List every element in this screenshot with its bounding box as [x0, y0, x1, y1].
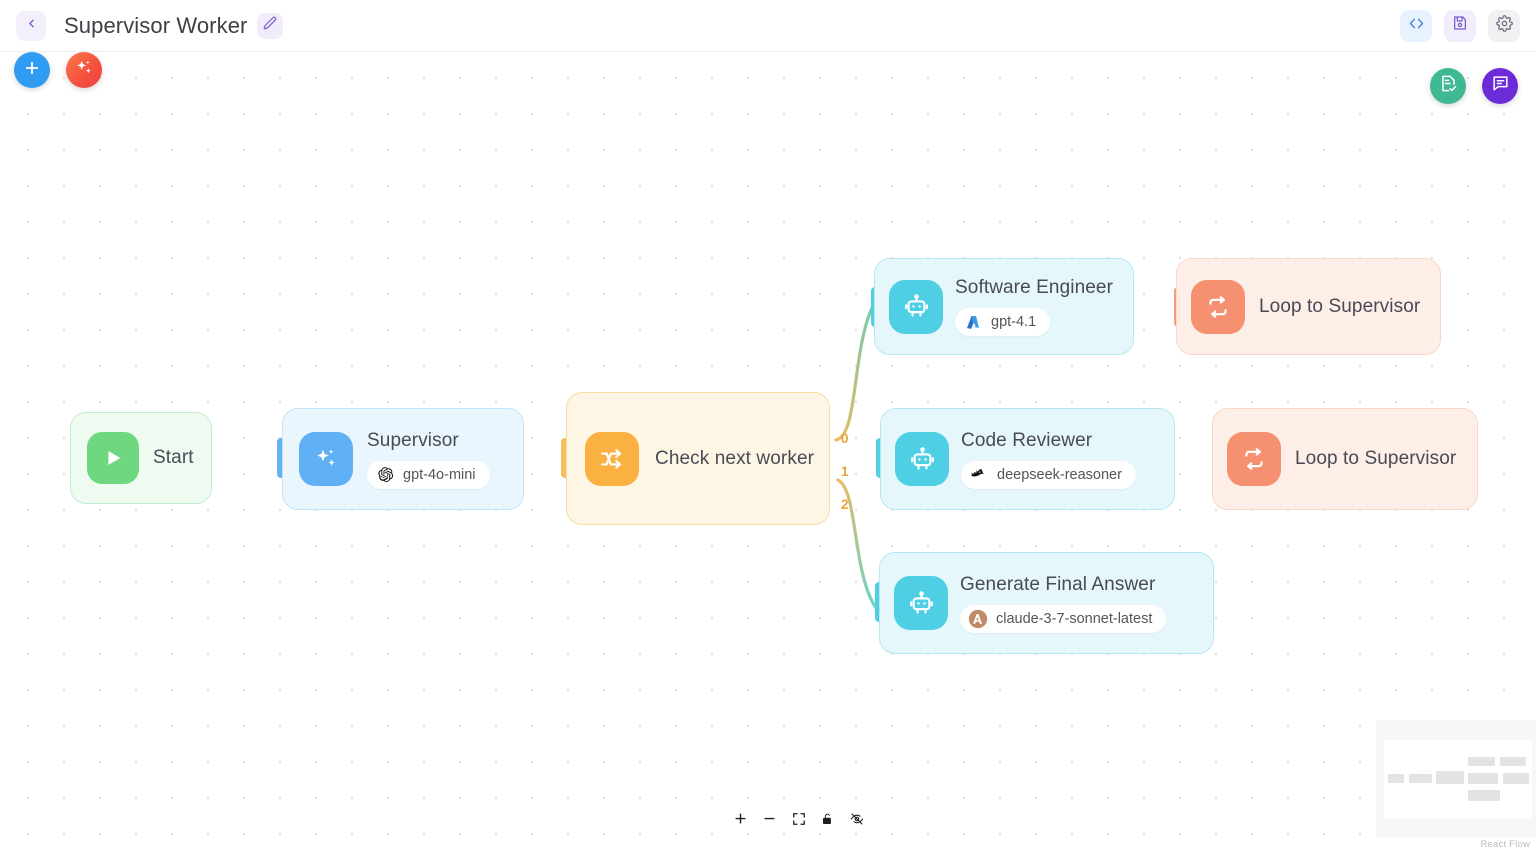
branch-output-label-2: 2 — [841, 497, 849, 512]
edge-branch0-engineer — [834, 306, 874, 442]
canvas-toolbar-right — [1430, 68, 1518, 104]
settings-button[interactable] — [1488, 9, 1520, 42]
ai-generate-button[interactable] — [66, 52, 102, 88]
chat-bubble-icon — [1491, 74, 1510, 98]
node-generate-final-answer[interactable]: Generate Final Answer claude-3-7-sonnet-… — [879, 552, 1214, 654]
loop-repeat-icon — [1191, 279, 1245, 334]
save-button[interactable] — [1444, 9, 1476, 42]
node-title: Generate Final Answer — [960, 573, 1156, 595]
checklist-button[interactable] — [1430, 68, 1466, 104]
minimap-node — [1468, 773, 1498, 784]
model-chip[interactable]: deepseek-reasoner — [961, 460, 1136, 489]
node-title: Loop to Supervisor — [1259, 295, 1421, 317]
edit-title-button[interactable] — [257, 12, 284, 39]
robot-icon — [889, 279, 943, 334]
canvas-toolbar-left — [14, 52, 102, 88]
minimap-toggle-button[interactable] — [848, 810, 865, 827]
minimap-node — [1468, 757, 1495, 766]
node-title: Software Engineer — [955, 277, 1114, 298]
minimap-node — [1503, 773, 1529, 784]
page-title: Supervisor Worker — [64, 12, 248, 38]
node-title: Loop to Supervisor — [1295, 448, 1457, 469]
node-start[interactable]: Start — [70, 412, 212, 504]
node-title: Supervisor — [367, 429, 459, 451]
flow-canvas[interactable]: Start Supervisor gpt-4o-mini — [0, 52, 1536, 852]
plus-icon — [23, 59, 41, 82]
node-software-engineer[interactable]: Software Engineer gpt-4.1 — [874, 258, 1134, 355]
node-loop-to-supervisor-top[interactable]: Loop to Supervisor — [1176, 258, 1441, 355]
canvas-controls — [726, 807, 871, 830]
model-chip[interactable]: gpt-4.1 — [955, 308, 1051, 336]
minimap[interactable] — [1376, 720, 1536, 838]
floppy-disk-icon — [1452, 15, 1468, 36]
sparkles-icon — [299, 432, 353, 486]
loop-repeat-icon — [1227, 432, 1281, 486]
node-title: Start — [153, 447, 194, 468]
robot-icon — [894, 576, 948, 630]
azure-logo — [963, 312, 983, 332]
node-code-reviewer[interactable]: Code Reviewer deepseek-reasoner — [880, 408, 1175, 510]
node-title: Code Reviewer — [961, 429, 1093, 451]
model-name: deepseek-reasoner — [997, 466, 1122, 483]
react-flow-attribution: React Flow — [1480, 839, 1530, 850]
pencil-icon — [263, 16, 277, 35]
robot-icon — [895, 432, 949, 486]
gear-icon — [1495, 14, 1513, 37]
node-loop-to-supervisor-mid[interactable]: Loop to Supervisor — [1212, 408, 1478, 510]
model-name: claude-3-7-sonnet-latest — [996, 610, 1153, 627]
handle-supervisor-target[interactable] — [277, 438, 286, 478]
sparkles-icon — [74, 58, 94, 83]
add-node-button[interactable] — [14, 52, 50, 88]
zoom-out-button[interactable] — [761, 810, 778, 827]
app-header: Supervisor Worker — [0, 0, 1536, 52]
node-supervisor[interactable]: Supervisor gpt-4o-mini — [282, 408, 524, 510]
model-name: gpt-4.1 — [991, 314, 1037, 330]
zoom-in-button[interactable] — [732, 810, 749, 827]
handle-branch-target[interactable] — [561, 438, 570, 478]
back-button[interactable] — [16, 10, 46, 41]
minimap-viewport — [1384, 740, 1532, 818]
code-brackets-icon — [1408, 15, 1425, 37]
minimap-node — [1388, 774, 1404, 783]
document-check-icon — [1439, 74, 1458, 98]
deepseek-whale-logo — [969, 465, 989, 485]
model-chip[interactable]: claude-3-7-sonnet-latest — [960, 604, 1167, 633]
node-check-next-worker[interactable]: Check next worker — [566, 392, 830, 525]
minimap-node — [1409, 774, 1432, 783]
branch-output-label-0: 0 — [841, 431, 849, 446]
openai-logo — [375, 465, 395, 485]
anthropic-logo — [968, 609, 988, 629]
minimap-node — [1500, 757, 1526, 766]
node-title: Check next worker — [655, 447, 815, 469]
minimap-node — [1468, 790, 1500, 801]
play-icon — [87, 432, 139, 484]
chat-button[interactable] — [1482, 68, 1518, 104]
header-actions — [1400, 9, 1520, 42]
fit-view-button[interactable] — [790, 810, 807, 827]
chevron-left-icon — [25, 17, 38, 35]
model-name: gpt-4o-mini — [403, 466, 476, 483]
minimap-node — [1436, 771, 1464, 784]
model-chip[interactable]: gpt-4o-mini — [367, 460, 490, 489]
code-view-button[interactable] — [1400, 9, 1432, 42]
branch-split-icon — [585, 431, 639, 486]
lock-toggle-button[interactable] — [819, 810, 836, 827]
branch-output-label-1: 1 — [841, 464, 849, 479]
